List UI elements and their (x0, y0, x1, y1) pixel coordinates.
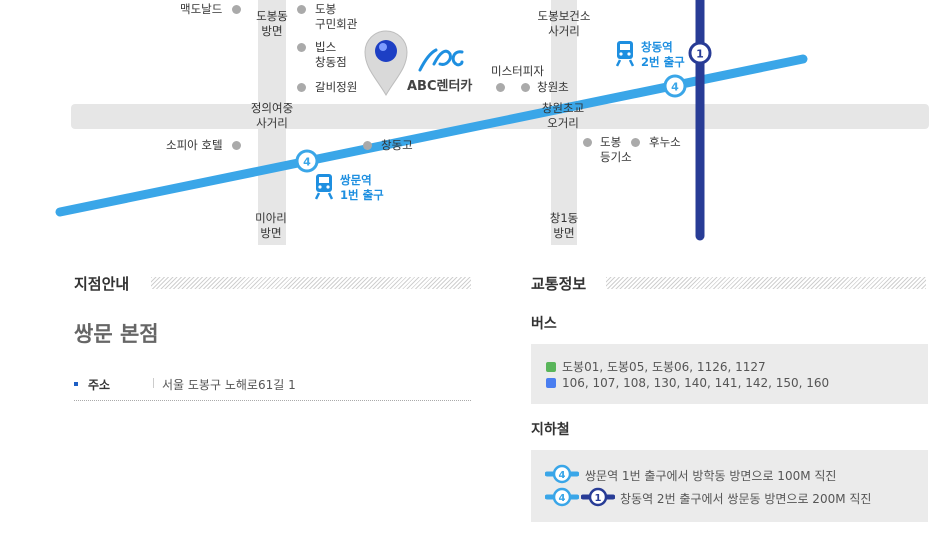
green-bus-icon (546, 362, 556, 372)
address-underline (74, 400, 471, 401)
svg-text:4: 4 (671, 81, 679, 94)
map-label-health-center: 도봉보건소 사거리 (537, 9, 591, 38)
svg-text:1: 1 (595, 493, 602, 504)
map-label-registry: 도봉 등기소 (600, 135, 632, 164)
line-4-icon: 4 (545, 487, 579, 507)
section-divider (606, 277, 926, 289)
location-pin-icon (364, 30, 408, 96)
train-icon-changdong (616, 41, 634, 67)
poi-dot (232, 141, 241, 150)
map-canvas: 4 4 1 (55, 0, 929, 245)
line-4-icon: 4 (545, 464, 579, 484)
subway-info-box: 4 쌍문역 1번 출구에서 방학동 방면으로 100M 직진 4 1 창동역 2… (531, 450, 928, 522)
map-label-bips: 빕스 창동점 (315, 40, 347, 69)
map-label-hunuso: 후누소 (649, 135, 681, 149)
map-label-sofia: 소피아 호텔 (166, 138, 223, 152)
changdong-exit-label: 창동역 2번 출구 (641, 40, 685, 69)
line-1-badge-changdong: 1 (688, 41, 712, 65)
map-label-dobongdong: 도봉동 방면 (256, 9, 288, 38)
bus-row-text: 106, 107, 108, 130, 140, 141, 142, 150, … (562, 376, 830, 390)
line-4-badge-ssangmun: 4 (295, 149, 319, 173)
line-1-icon: 1 (581, 487, 615, 507)
poi-dot (297, 5, 306, 14)
brand-label: ABC렌터카 (407, 79, 473, 94)
map-label-changwon-elem: 창원초 (537, 80, 569, 94)
map-label-mister-pizza: 미스터피자 (491, 64, 544, 78)
subway-title: 지하철 (531, 422, 570, 438)
svg-text:4: 4 (559, 493, 566, 504)
poi-dot (232, 5, 241, 14)
subway-row-text: 창동역 2번 출구에서 쌍문동 방면으로 200M 직진 (620, 492, 872, 506)
branch-section-title: 지점안내 (74, 275, 130, 293)
map-label-mcdonalds: 맥도날드 (180, 2, 223, 16)
poi-dot (297, 43, 306, 52)
bus-row: 도봉01, 도봉05, 도봉06, 1126, 1127 (546, 358, 766, 375)
section-divider (151, 277, 471, 289)
ssangmun-exit-label: 쌍문역 1번 출구 (340, 173, 384, 202)
map-label-galbi: 갈비정원 (315, 80, 358, 94)
poi-dot (521, 83, 530, 92)
subway-row-text: 쌍문역 1번 출구에서 방학동 방면으로 100M 직진 (585, 469, 837, 483)
divider (153, 378, 154, 388)
road-horizontal (71, 104, 929, 129)
bus-row-text: 도봉01, 도봉05, 도봉06, 1126, 1127 (562, 360, 766, 374)
map-label-chang1dong: 창1동 방면 (549, 211, 579, 240)
svg-text:4: 4 (303, 156, 311, 169)
svg-text:1: 1 (696, 48, 704, 61)
map-label-dobong-hall: 도봉 구민회관 (315, 2, 358, 31)
map-label-miari: 미아리 방면 (255, 211, 287, 240)
svg-text:4: 4 (559, 470, 566, 481)
map-label-changwon-5way: 창원초교 오거리 (541, 101, 585, 130)
poi-dot (583, 138, 592, 147)
address-value: 서울 도봉구 노해로61길 1 (162, 378, 296, 392)
traffic-section-title: 교통정보 (531, 275, 587, 293)
map-label-jeongui: 정의여중 사거리 (250, 101, 294, 130)
bus-info-box: 도봉01, 도봉05, 도봉06, 1126, 1127 106, 107, 1… (531, 344, 928, 404)
poi-dot (363, 141, 372, 150)
bus-row: 106, 107, 108, 130, 140, 141, 142, 150, … (546, 376, 829, 390)
train-icon-ssangmun (315, 174, 333, 200)
bus-title: 버스 (531, 316, 557, 332)
store-name: 쌍문 본점 (74, 322, 159, 346)
poi-dot (297, 83, 306, 92)
address-label: 주소 (88, 378, 111, 392)
poi-dot (631, 138, 640, 147)
abc-logo-icon (418, 48, 464, 72)
location-map: 4 4 1 쌍문역 1번 출구 (0, 0, 929, 250)
blue-bus-icon (546, 378, 556, 388)
line-4-badge-changdong: 4 (663, 74, 687, 98)
map-label-changdong-high: 창동고 (381, 138, 413, 152)
bullet-icon (74, 382, 78, 386)
poi-dot (496, 83, 505, 92)
